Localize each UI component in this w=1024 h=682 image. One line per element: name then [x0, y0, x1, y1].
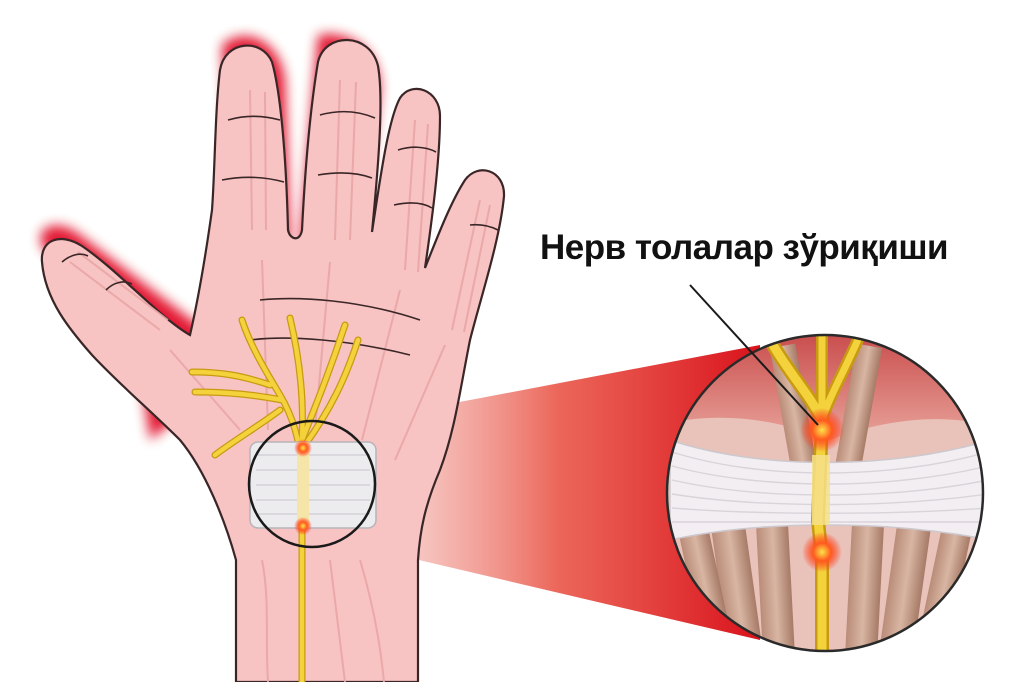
inflammation-bottom: [802, 532, 842, 572]
hand-illustration-icon: [40, 34, 506, 682]
nerve-compression-label: Нерв толалар зўриқиши: [540, 228, 949, 267]
label-leader-line: [689, 284, 819, 426]
magnified-carpal-tunnel-icon: [665, 333, 985, 653]
hand-silhouette: [40, 38, 506, 682]
carpal-ligament-small: [247, 419, 377, 549]
inflammation-top: [800, 408, 844, 452]
finger-creases: [61, 110, 499, 356]
